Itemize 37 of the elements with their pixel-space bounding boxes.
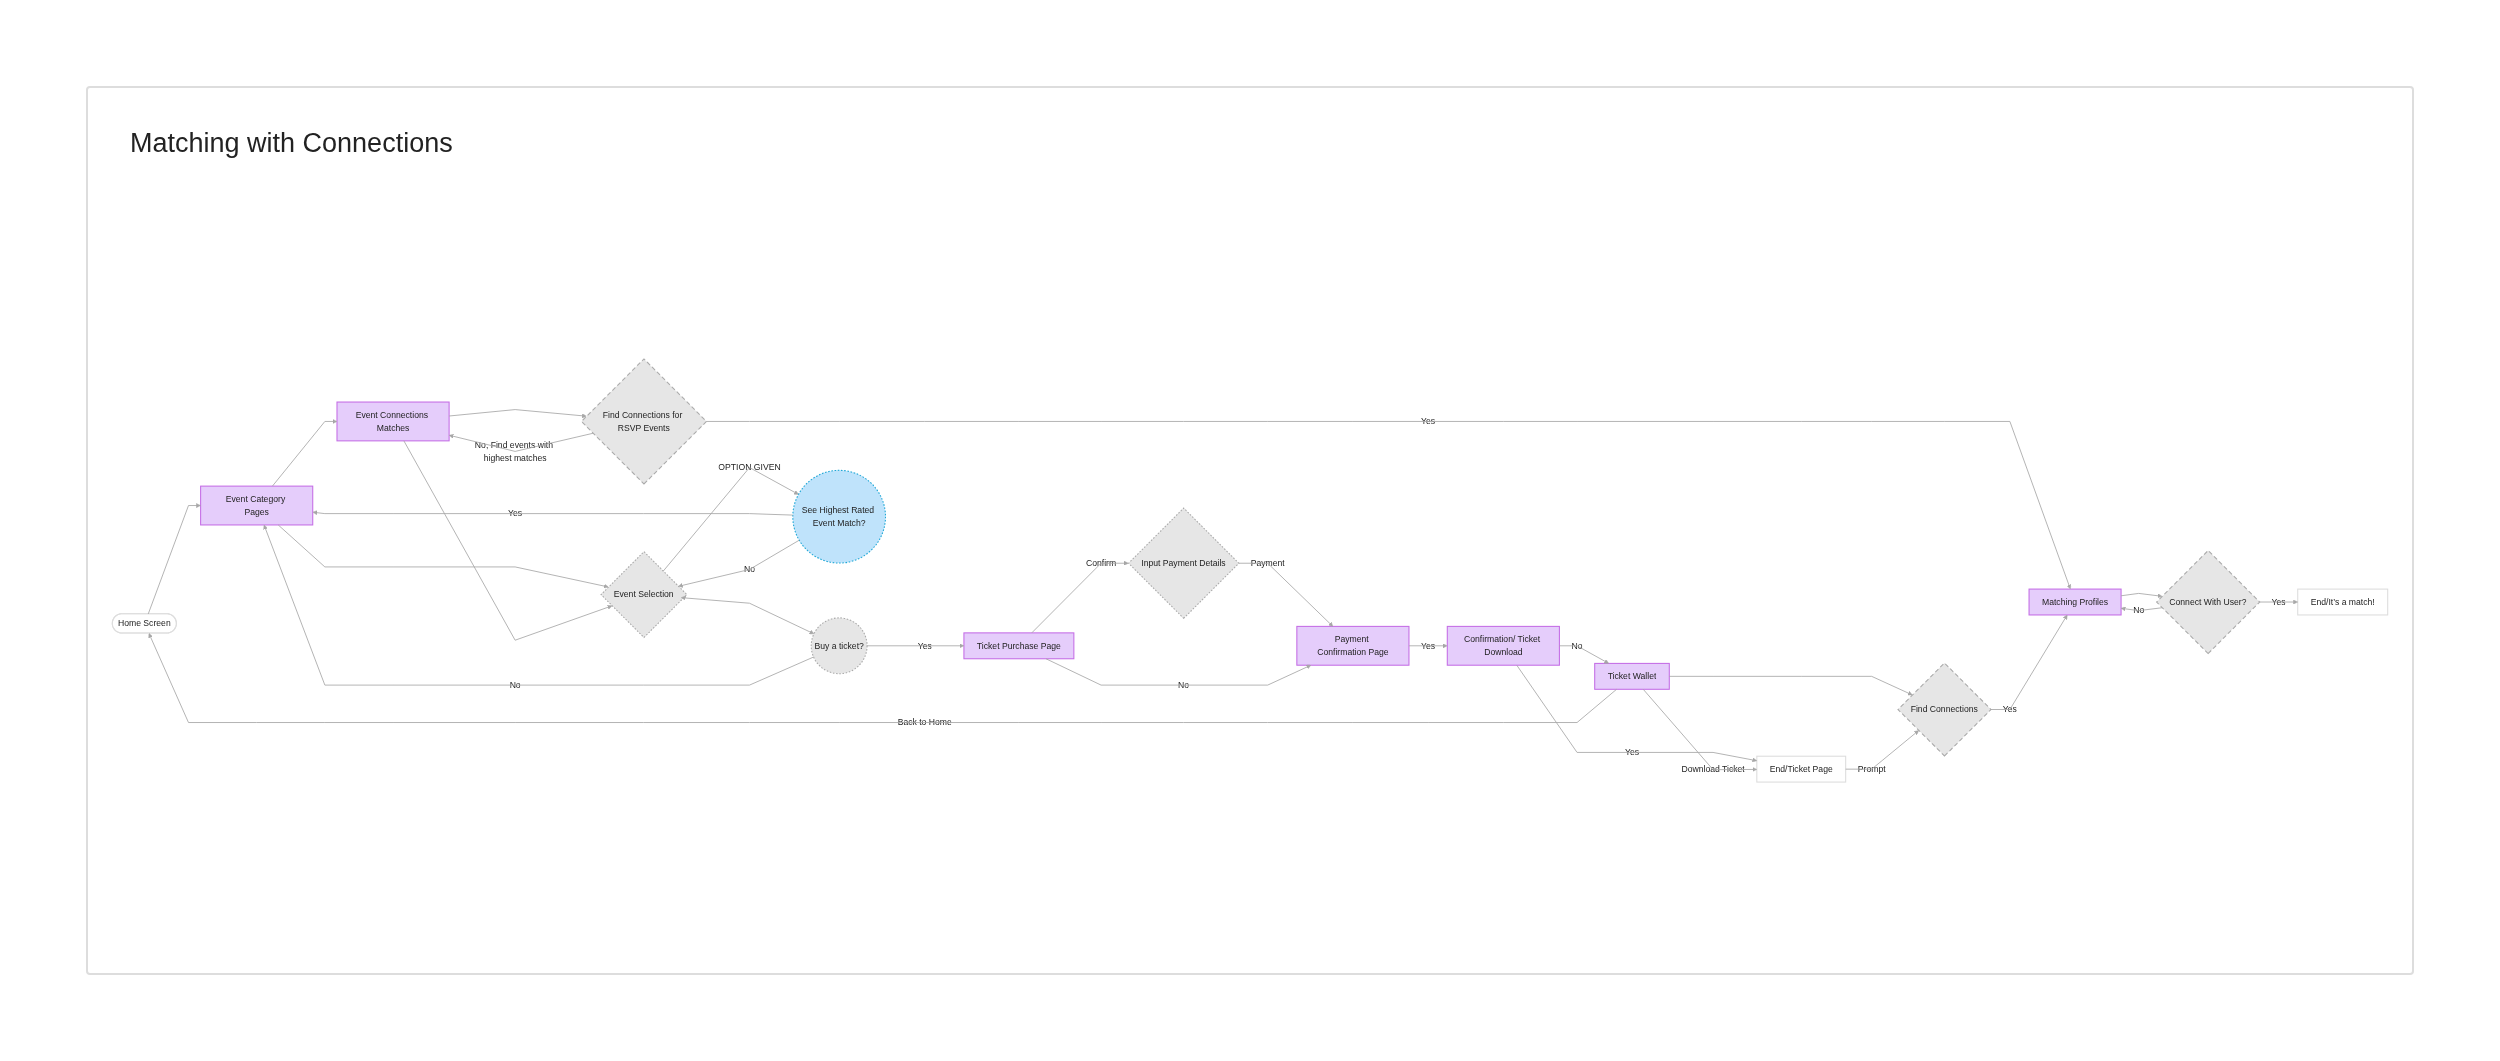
edge-label: Download Ticket	[1681, 764, 1745, 774]
node-circle	[810, 617, 868, 675]
edge-label: Payment	[1250, 558, 1285, 568]
edge-label: Yes	[1624, 747, 1640, 757]
node-box	[2297, 588, 2389, 616]
edge-label: Back to Home	[897, 717, 952, 727]
node-box	[2028, 588, 2122, 616]
node-box	[1756, 755, 1847, 783]
node-box	[200, 485, 314, 526]
edge-label: No	[2133, 605, 2145, 615]
node-diamond	[1897, 662, 1992, 757]
node-box	[1296, 625, 1410, 666]
edge-label: Yes	[1421, 640, 1436, 651]
node-diamond	[580, 358, 708, 485]
edge-label: Confirm	[1085, 558, 1117, 568]
edge-label: No	[743, 564, 756, 574]
node-box	[1594, 662, 1670, 690]
edge-label: Yes	[2271, 597, 2286, 607]
edge-label: Yes	[1421, 416, 1436, 426]
card-background: Matching with Connections No Yes Confirm Payment No Yes Yes OPTION GIVEN Yes No Yes No, Find events with highest matches No Download Ticket Prompt Yes Back to Home No Yes Home Screen Event Category Pages Event Selection Buy a ticket? Ticket Purchase Page Input Payment Details Payment Confirmation Page Confirmation/ Ticket Download End/Ticket Page See Highest Rated Event Match? Matching Profiles Find Connections Ticket Wallet Event Connections Matches Find Connections for RSVP Events Connect With User? End/It’s a match!	[86, 86, 2414, 975]
edge-label: No, Find events with highest matches	[474, 440, 554, 463]
diagram-title: Matching with Connections	[130, 128, 453, 159]
node-box	[1446, 625, 1560, 666]
edge-label: No	[1571, 640, 1583, 651]
edge-label: No	[1177, 680, 1189, 690]
node-circle	[792, 469, 887, 564]
edge-label: Yes	[508, 508, 523, 518]
node-diamond	[600, 550, 688, 639]
edge-label: Yes	[917, 640, 932, 651]
node-box	[336, 401, 450, 442]
node-diamond	[2155, 549, 2261, 655]
node-diamond	[1127, 507, 1240, 620]
edge-label: Prompt	[1857, 764, 1886, 774]
node-box	[963, 632, 1075, 660]
edge-label: No	[509, 680, 521, 690]
edge-label: Yes	[2002, 704, 2017, 714]
edge-label: OPTION GIVEN	[718, 462, 781, 472]
